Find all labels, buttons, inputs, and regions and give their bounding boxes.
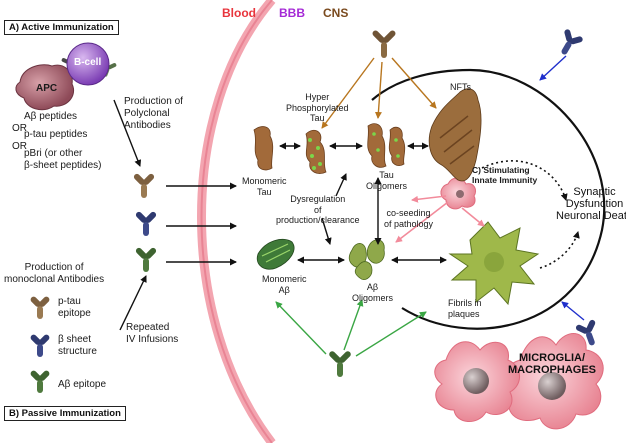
antibody-polyclonal-blue-icon [135, 211, 157, 236]
label-fibrils: Fibrils in plaques [448, 298, 482, 319]
antibody-bsheet-icon [30, 334, 50, 357]
arrow-tau-antibody-3 [391, 57, 437, 109]
arrow-innate-2 [395, 201, 449, 243]
antibody-top-icon [372, 30, 396, 58]
tau-oligomers-icon [367, 123, 406, 168]
arrow-ab-antibody-2 [343, 299, 364, 351]
ab-oligomers-icon [348, 239, 385, 280]
label-nfts: NFTs [450, 82, 471, 92]
arrow-dysreg-up [335, 173, 347, 197]
label-polyclonal: Production of Polyclonal Antibodies [124, 96, 183, 131]
label-bcell: B-cell [74, 57, 102, 68]
active-item-ptau: p-tau peptides [24, 129, 88, 140]
arrow-dysreg-down [321, 217, 332, 245]
panel-active-immunization: A) Active Immunization [4, 20, 119, 35]
antibody-polyclonal-brown-icon [133, 173, 155, 198]
arrow-innate-1 [411, 195, 447, 203]
label-ab-oligomers: Aβ Oligomers [352, 282, 394, 303]
panel-passive-immunization: B) Passive Immunization [4, 406, 126, 421]
antibody-ptau-icon [30, 296, 50, 319]
microglia-cell-icon [434, 333, 604, 430]
label-synaptic-dysfunction: Synaptic Dysfunction Neuronal Death [556, 186, 626, 222]
arrow-dotted-fibrils-synaptic [539, 231, 580, 269]
arrow-tau-antibody-1 [321, 57, 375, 129]
active-or-1: OR [12, 123, 27, 134]
apc-cell-icon [15, 64, 74, 111]
label-iv-infusions: Repeated IV Infusions [126, 322, 179, 345]
fibrils-plaque-icon [448, 221, 540, 306]
arrow-blue-top [539, 55, 567, 81]
header-blood: Blood [222, 6, 256, 20]
arrow-innate-3 [461, 207, 485, 227]
active-item-pbri: pBri (or other β-sheet peptides) [24, 148, 102, 171]
label-microglia: MICROGLIA/ MACROPHAGES [508, 352, 597, 376]
active-or-2: OR [12, 141, 27, 152]
nfts-icon [428, 88, 482, 182]
monomeric-tau-icon [253, 126, 274, 171]
arrow-bcell-to-polyclonal [113, 99, 142, 167]
header-cns: CNS [323, 6, 349, 20]
hyper-phosphorylated-tau-icon [305, 129, 327, 174]
bbb-membrane-inner [200, 0, 273, 443]
arrow-blue-bottom [561, 301, 585, 321]
label-monomeric-ab: Monomeric Aβ [262, 274, 307, 295]
active-item-ab: Aβ peptides [24, 111, 78, 122]
label-hyper-tau: Hyper Phosphorylated Tau [286, 92, 349, 123]
antibody-bottom-green-icon [329, 351, 351, 377]
label-apc: APC [36, 83, 58, 94]
label-tau-oligomers: Tau Oligomers [366, 170, 408, 191]
label-bsheet: β sheet structure [58, 334, 97, 357]
innate-immune-cell-icon [440, 177, 477, 210]
arrow-tau-antibody-2 [374, 61, 383, 119]
label-monoclonal: Production of monoclonal Antibodies [4, 262, 105, 285]
label-coseeding: co-seeding of pathology [384, 208, 434, 229]
bbb-membrane [197, 0, 276, 443]
antibody-polyclonal-green-icon [135, 247, 157, 272]
label-innate-immunity: C) Stimulating Innate Immunity [472, 165, 538, 185]
monomeric-ab-icon [256, 238, 295, 270]
pathway-loop [371, 68, 606, 330]
label-dysregulation: Dysregulation of production/clearance [276, 194, 360, 225]
antibody-ab-icon [30, 370, 50, 393]
arrow-ab-antibody-3 [355, 311, 427, 357]
bcell-icon [66, 42, 110, 86]
label-ptau-epitope: p-tau epitope [58, 296, 91, 319]
label-ab-epitope: Aβ epitope [58, 379, 107, 390]
arrow-ab-antibody-1 [275, 301, 327, 355]
antibody-blue-bottomright-icon [575, 319, 596, 346]
antibody-blue-topright-icon [561, 29, 583, 55]
header-bbb: BBB [279, 6, 305, 20]
arrow-iv-to-antibodies [119, 275, 147, 331]
label-monomeric-tau: Monomeric Tau [242, 176, 287, 197]
